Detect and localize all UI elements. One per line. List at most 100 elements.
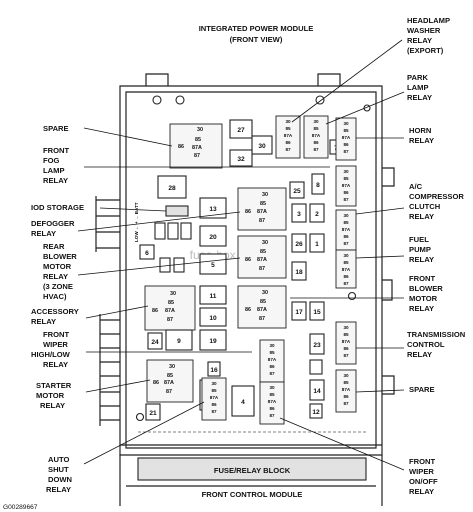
fuse-small-f — [309, 359, 323, 375]
svg-text:86: 86 — [285, 140, 291, 145]
fuse-relay-block-title: FUSE/RELAY BLOCK — [214, 466, 291, 475]
fuse-8 — [311, 173, 325, 195]
svg-text:AUTO: AUTO — [48, 455, 69, 464]
svg-text:IOD STORAGE: IOD STORAGE — [31, 203, 84, 212]
svg-text:87: 87 — [259, 218, 265, 224]
fuse-9 — [165, 329, 193, 351]
svg-text:87: 87 — [259, 266, 265, 272]
svg-text:A/C: A/C — [409, 182, 423, 191]
fuse-4-label: 4 — [241, 399, 245, 406]
svg-text:87: 87 — [166, 389, 172, 395]
svg-text:RELAY: RELAY — [46, 485, 71, 494]
svg-text:FRONT: FRONT — [43, 146, 70, 155]
svg-text:86: 86 — [211, 402, 217, 407]
label-spare-right: SPARE — [409, 385, 435, 394]
svg-text:RELAY: RELAY — [409, 304, 434, 313]
svg-text:30: 30 — [169, 364, 175, 370]
svg-text:30: 30 — [269, 385, 275, 390]
svg-text:30: 30 — [211, 381, 217, 386]
relay-front-wiper-highlow: 30 85 86 87A 87 — [237, 285, 287, 329]
svg-text:86: 86 — [178, 144, 184, 150]
fuse-15 — [309, 301, 325, 321]
svg-text:87: 87 — [211, 409, 217, 414]
svg-text:87A: 87A — [342, 339, 351, 344]
svg-text:RELAY: RELAY — [409, 136, 434, 145]
svg-text:87A: 87A — [342, 227, 351, 232]
fuse-25 — [289, 181, 305, 199]
fuse-32-label: 32 — [237, 156, 245, 163]
svg-text:86: 86 — [245, 209, 251, 215]
svg-text:85: 85 — [343, 176, 349, 181]
svg-text:87: 87 — [343, 281, 349, 286]
svg-text:LAMP: LAMP — [43, 166, 65, 175]
svg-text:86: 86 — [343, 346, 349, 351]
svg-text:87: 87 — [313, 147, 319, 152]
svg-text:85: 85 — [313, 126, 319, 131]
svg-text:85: 85 — [168, 300, 174, 306]
svg-text:30: 30 — [343, 169, 349, 174]
fuse-11 — [199, 285, 227, 305]
relay-defogger: 30 85 86 87A 87 — [237, 187, 287, 231]
svg-text:30: 30 — [262, 240, 268, 246]
fuse-32 — [229, 149, 253, 167]
svg-text:86: 86 — [152, 308, 158, 314]
svg-text:30: 30 — [262, 290, 268, 296]
fuse-12-label: 12 — [312, 409, 320, 416]
svg-text:WIPER: WIPER — [409, 467, 434, 476]
svg-text:87: 87 — [285, 147, 291, 152]
svg-text:85: 85 — [195, 137, 201, 143]
svg-text:85: 85 — [343, 260, 349, 265]
svg-text:87: 87 — [343, 149, 349, 154]
label-fuel-pump: FUEL PUMP RELAY — [409, 235, 434, 264]
svg-text:85: 85 — [260, 249, 266, 255]
svg-text:DEFOGGER: DEFOGGER — [31, 219, 75, 228]
svg-text:85: 85 — [167, 373, 173, 379]
label-starter: STARTER MOTOR RELAY — [36, 381, 72, 410]
svg-text:87: 87 — [194, 153, 200, 159]
svg-text:FUEL: FUEL — [409, 235, 429, 244]
svg-text:87: 87 — [167, 317, 173, 323]
fuse-10-label: 10 — [209, 315, 217, 322]
svg-text:87A: 87A — [257, 209, 267, 215]
fuse-12 — [309, 403, 323, 419]
svg-text:85: 85 — [343, 380, 349, 385]
label-park-lamp: PARK LAMP RELAY — [407, 73, 432, 102]
fuse-28-label: 28 — [168, 185, 176, 192]
fuse-30 — [251, 135, 273, 155]
svg-text:RELAY: RELAY — [40, 401, 65, 410]
svg-text:86: 86 — [245, 307, 251, 313]
fuse-27 — [229, 119, 253, 139]
relay-front-wiper-onoff: 30 85 87A 86 87 — [259, 381, 285, 425]
fuse-14 — [309, 379, 325, 401]
fuse-5 — [199, 253, 227, 275]
svg-text:85: 85 — [285, 126, 291, 131]
relay-transmission-control: 30 85 87A 86 87 — [335, 321, 357, 365]
fuse-16-label: 16 — [210, 367, 218, 374]
fuse-13 — [199, 197, 227, 219]
svg-text:87A: 87A — [164, 380, 174, 386]
svg-text:ON/OFF: ON/OFF — [409, 477, 438, 486]
fuse-30-label: 30 — [258, 143, 266, 150]
svg-text:RELAY: RELAY — [43, 176, 68, 185]
svg-text:85: 85 — [269, 350, 275, 355]
relay-park-lamp: 30 85 87A 86 87 — [303, 115, 329, 159]
fuse-5-label: 5 — [211, 262, 215, 269]
svg-text:30: 30 — [285, 119, 291, 124]
fuse-3-label: 3 — [297, 211, 301, 218]
svg-text:86: 86 — [245, 257, 251, 263]
label-accessory: ACCESSORY RELAY — [31, 307, 79, 326]
svg-text:87: 87 — [259, 316, 265, 322]
fuse-18 — [291, 261, 307, 281]
fuse-14-label: 14 — [313, 388, 321, 395]
fuse-26 — [291, 233, 307, 253]
svg-text:85: 85 — [211, 388, 217, 393]
svg-text:86: 86 — [343, 274, 349, 279]
svg-text:30: 30 — [343, 373, 349, 378]
fuse-23 — [309, 333, 325, 355]
fuse-19-label: 19 — [209, 338, 217, 345]
svg-text:RELAY: RELAY — [409, 255, 434, 264]
label-front-fog: FRONT FOG LAMP RELAY — [43, 146, 70, 185]
svg-text:30: 30 — [313, 119, 319, 124]
fuse-small-c — [180, 222, 192, 240]
svg-text:PARK: PARK — [407, 73, 428, 82]
